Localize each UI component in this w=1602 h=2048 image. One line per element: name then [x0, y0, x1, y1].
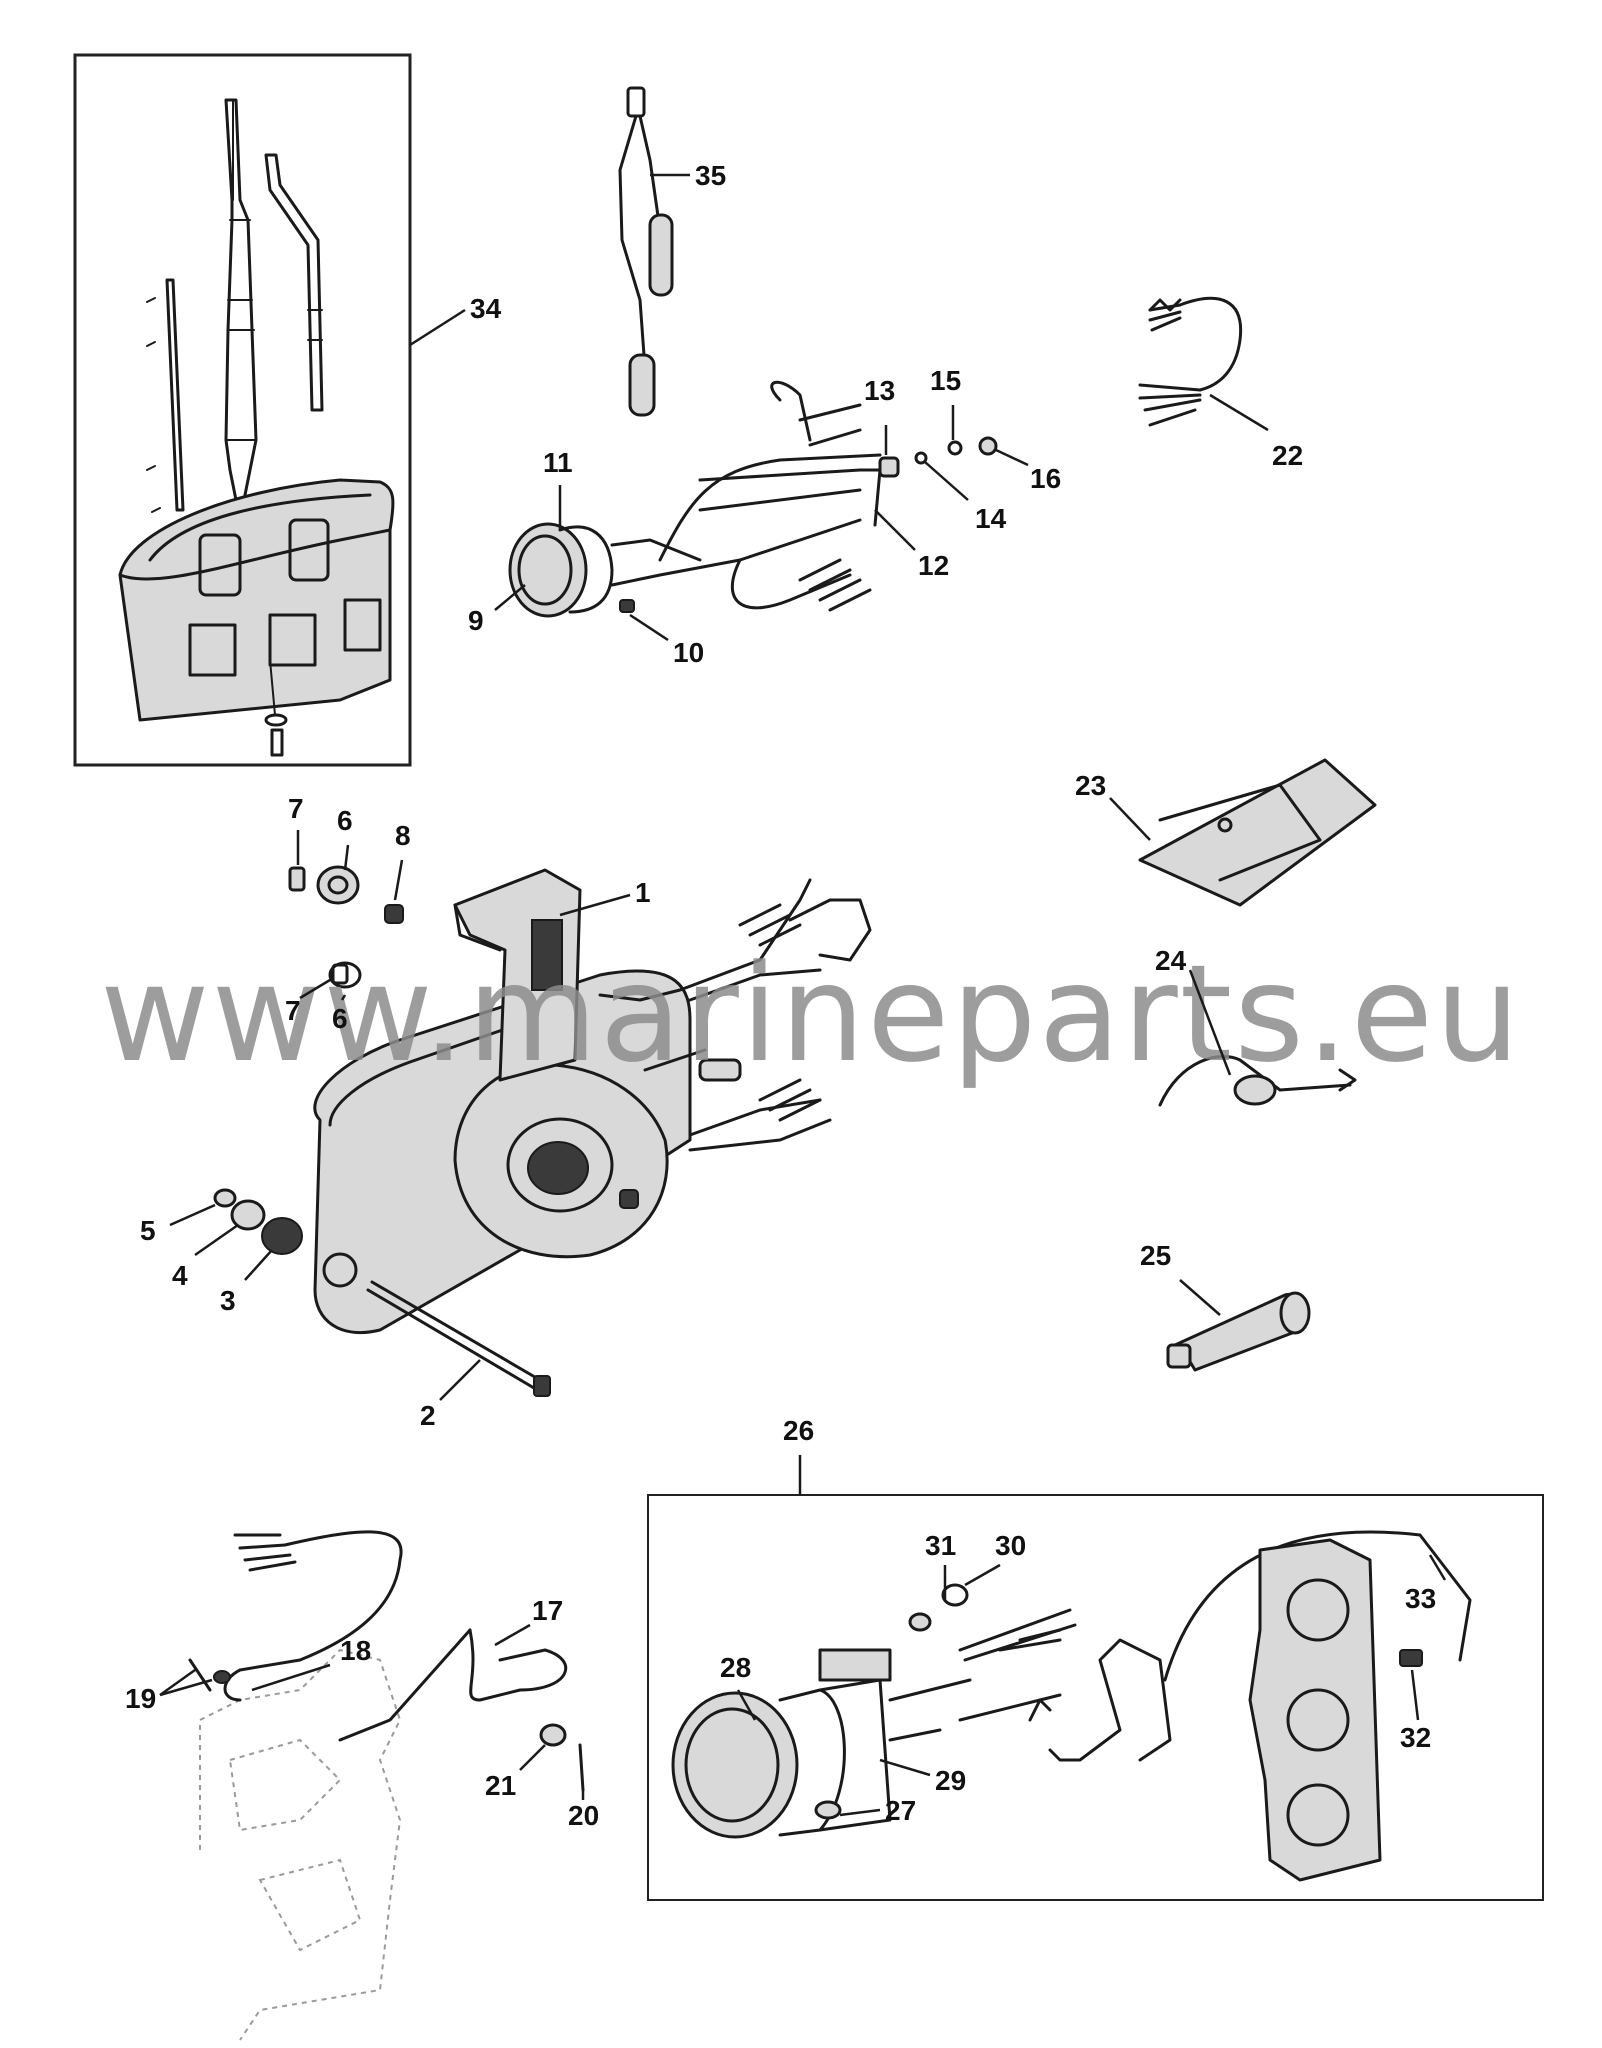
leader-34 — [409, 308, 466, 347]
callout-7a: 7 — [288, 793, 304, 824]
screw-7a — [288, 866, 306, 892]
screw-7b — [331, 963, 349, 985]
callout-14: 14 — [975, 503, 1007, 534]
leader-30 — [964, 1563, 1001, 1587]
callout-6b: 6 — [332, 1003, 348, 1034]
callout-32: 32 — [1400, 1722, 1431, 1753]
callout-21: 21 — [485, 1770, 516, 1801]
callout-15: 15 — [930, 365, 961, 396]
callout-20: 20 — [568, 1800, 599, 1831]
panel-mount-kit — [118, 98, 395, 757]
remote-control-1 — [313, 868, 872, 1335]
lanyard-24 — [1158, 1055, 1357, 1107]
leader-28 — [736, 1689, 757, 1721]
leader-1 — [559, 893, 631, 917]
leader-32 — [1410, 1669, 1420, 1721]
washer-14 — [914, 451, 928, 465]
leader-12 — [874, 509, 916, 551]
callout-16: 16 — [1030, 463, 1061, 494]
callout-22: 22 — [1272, 440, 1303, 471]
callout-5: 5 — [140, 1215, 156, 1246]
callout-18: 18 — [340, 1635, 371, 1666]
leader-23 — [1109, 797, 1151, 841]
nut-16 — [978, 436, 998, 456]
nut-5 — [213, 1188, 237, 1208]
leader-10 — [629, 613, 669, 642]
leader-18 — [251, 1663, 331, 1692]
trim-gauge-assembly — [508, 380, 900, 618]
harness-35 — [618, 86, 674, 417]
callout-25: 25 — [1140, 1240, 1171, 1271]
leader-3 — [244, 1249, 273, 1281]
leader-29 — [879, 1758, 931, 1777]
callout-31: 31 — [925, 1530, 956, 1561]
owner-pouch-23 — [1138, 758, 1377, 907]
callout-34: 34 — [470, 293, 502, 324]
callout-2: 2 — [420, 1400, 436, 1431]
callout-26: 26 — [783, 1415, 814, 1446]
leader-5 — [169, 1203, 216, 1227]
leader-7b — [299, 978, 331, 1000]
leader-22 — [1209, 393, 1269, 432]
leader-8 — [393, 859, 404, 901]
screw-19 — [188, 1658, 212, 1692]
tachometer-assembly — [671, 1530, 1472, 1839]
spacer-3 — [261, 1217, 303, 1255]
callout-12: 12 — [918, 550, 949, 581]
callout-8: 8 — [395, 820, 411, 851]
callout-13: 13 — [864, 375, 895, 406]
bolt-2 — [370, 1280, 542, 1382]
leader-17 — [494, 1623, 531, 1647]
wire-harness-18 — [223, 1530, 403, 1702]
callout-28: 28 — [720, 1652, 751, 1683]
leader-24 — [1188, 969, 1232, 1076]
cylinder-block — [1248, 1538, 1423, 1882]
callout-6a: 6 — [337, 805, 353, 836]
leader-33 — [1428, 1554, 1447, 1581]
callout-29: 29 — [935, 1765, 966, 1796]
watermark-text: www.marineparts.eu — [100, 936, 1522, 1092]
engine-outline — [199, 1648, 402, 2041]
leader-19a — [159, 1668, 196, 1697]
callout-30: 30 — [995, 1530, 1026, 1561]
leader-9 — [494, 584, 526, 611]
callout-11: 11 — [543, 447, 573, 478]
kit-frame-34 — [73, 53, 412, 767]
leader-6a — [343, 844, 350, 871]
washer-4 — [230, 1199, 266, 1231]
leader-4 — [194, 1223, 239, 1257]
kit-frame-26 — [647, 1494, 1544, 1901]
callout-23: 23 — [1075, 770, 1106, 801]
callout-9: 9 — [468, 605, 484, 636]
leader-2 — [439, 1359, 481, 1401]
nut-15 — [947, 440, 963, 456]
leader-14 — [924, 461, 969, 501]
fuel-filter-25 — [1166, 1291, 1311, 1372]
leader-19b — [159, 1678, 213, 1697]
callout-10: 10 — [673, 637, 704, 668]
leader-21 — [519, 1744, 546, 1771]
leader-27 — [839, 1808, 881, 1817]
callout-7b: 7 — [285, 995, 301, 1026]
callout-27: 27 — [885, 1795, 916, 1826]
wire-17 — [338, 1628, 568, 1742]
washer-21 — [539, 1723, 567, 1747]
callout-3: 3 — [220, 1285, 236, 1316]
bushing-6a — [316, 865, 360, 905]
bushing-6b — [328, 961, 362, 989]
callout-19: 19 — [125, 1683, 156, 1714]
callout-1: 1 — [635, 877, 651, 908]
pigtail-22 — [1138, 296, 1243, 427]
callout-17: 17 — [532, 1595, 563, 1626]
leader-6b — [340, 994, 347, 1001]
nut-8 — [384, 904, 404, 924]
callout-35: 35 — [695, 160, 726, 191]
callout-24: 24 — [1155, 945, 1187, 976]
screw-20 — [578, 1743, 585, 1792]
leader-25 — [1179, 1279, 1221, 1316]
callout-4: 4 — [172, 1260, 188, 1291]
leader-16 — [995, 448, 1029, 467]
callout-33: 33 — [1405, 1583, 1436, 1614]
